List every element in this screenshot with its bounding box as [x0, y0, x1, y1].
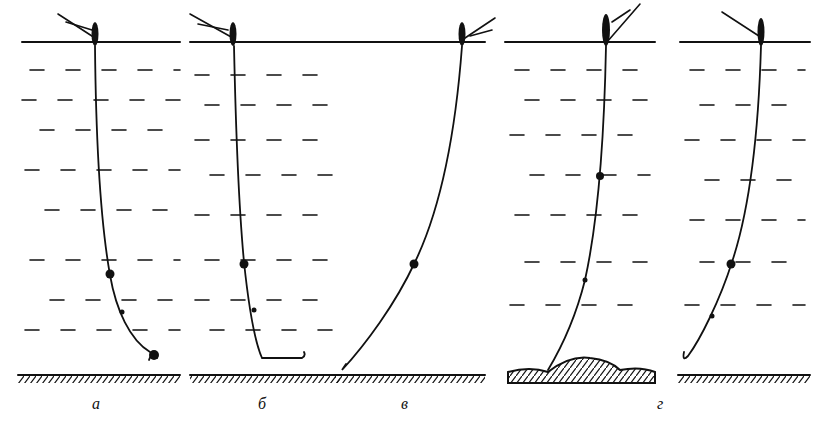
- water-surface: [22, 41, 180, 43]
- sinker: [106, 172, 736, 360]
- bottom: [18, 358, 810, 383]
- panel-letter: г: [656, 396, 664, 412]
- water-surface: [190, 41, 342, 43]
- fishing-line: [95, 46, 761, 370]
- panel-letter: б: [257, 396, 267, 412]
- water-surface: [680, 41, 810, 43]
- water-surface: [505, 41, 655, 43]
- float: [92, 14, 765, 46]
- rod-line: [58, 4, 762, 42]
- panel-letter: в: [400, 396, 409, 412]
- panel-letter: а: [91, 396, 101, 412]
- water-dashes: [22, 70, 805, 330]
